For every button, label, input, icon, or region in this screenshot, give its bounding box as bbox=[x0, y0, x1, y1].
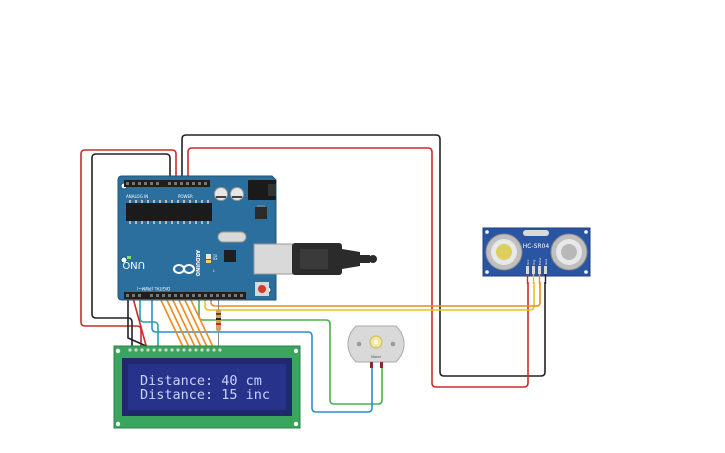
mount-hole bbox=[356, 341, 362, 347]
wire-blue-motor[interactable] bbox=[151, 298, 373, 413]
led-l bbox=[206, 260, 211, 263]
digital-pwm-label: DIGITAL (PWM~) bbox=[136, 286, 170, 291]
crystal-oscillator bbox=[217, 231, 247, 243]
uno-brand-label: UNO bbox=[122, 259, 145, 270]
wire-black-left[interactable] bbox=[91, 153, 171, 349]
wire-orange-bus-5[interactable] bbox=[183, 297, 209, 350]
wire-black-lcd-short[interactable] bbox=[127, 298, 154, 350]
led-tx bbox=[206, 254, 211, 257]
dc-motor[interactable]: Motor bbox=[347, 325, 405, 368]
mount-hole bbox=[120, 256, 128, 264]
led-rx bbox=[206, 257, 211, 259]
wire-orange-bus-2[interactable] bbox=[165, 297, 191, 350]
led-rx-label: RX bbox=[213, 257, 218, 261]
arduino-logo: ARDUINO bbox=[194, 250, 200, 276]
reset-button[interactable] bbox=[258, 285, 266, 293]
analog-in-label: ANALOG IN bbox=[126, 194, 148, 199]
hc-sr04-sensor[interactable]: HC-SR04 Vcc Trig Echo Gnd bbox=[482, 227, 591, 277]
lcd-16x2-module[interactable]: Distance: 40 cm Distance: 15 inc bbox=[113, 345, 301, 429]
wire-yellow-trig[interactable] bbox=[204, 282, 535, 311]
wire-red-top[interactable] bbox=[187, 147, 529, 388]
sensor-model-label: HC-SR04 bbox=[523, 243, 550, 250]
on-led bbox=[127, 256, 131, 259]
lcd-line-2: Distance: 15 inc bbox=[140, 387, 270, 403]
motor-label: Motor bbox=[371, 355, 382, 359]
capacitor bbox=[230, 187, 244, 201]
wire-orange-bus-1[interactable] bbox=[159, 297, 185, 350]
header-power-analog bbox=[124, 180, 210, 187]
wire-orange-bus-4[interactable] bbox=[177, 297, 203, 350]
sensor-pin-trig: Trig bbox=[532, 260, 536, 266]
arduino-logo-text: ARDUINO bbox=[194, 250, 200, 276]
mount-hole bbox=[390, 341, 396, 347]
lcd-line-1: Distance: 40 cm bbox=[140, 373, 262, 389]
usb-port bbox=[253, 243, 295, 275]
wire-orange-bus-6[interactable] bbox=[189, 297, 215, 350]
sensor-pin-echo: Echo bbox=[538, 258, 542, 265]
arduino-uno-board[interactable]: ANALOG IN POWER bbox=[117, 175, 277, 301]
wire-red-left[interactable] bbox=[80, 149, 177, 349]
wire-black-top[interactable] bbox=[181, 134, 546, 377]
wire-orange-echo[interactable] bbox=[210, 282, 541, 307]
sensor-pin-vcc: Vcc bbox=[526, 259, 530, 265]
sensor-pin-gnd: Gnd bbox=[544, 259, 548, 265]
usb-cable[interactable] bbox=[253, 243, 377, 275]
power-label: POWER bbox=[178, 194, 193, 199]
wire-orange-bus-3[interactable] bbox=[171, 297, 197, 350]
sensor-leads bbox=[526, 274, 547, 284]
lcd-screen bbox=[128, 364, 286, 410]
led-tx-label: TX bbox=[212, 254, 218, 258]
header-digital bbox=[124, 292, 246, 299]
infinity-icon bbox=[173, 264, 195, 274]
wires bbox=[80, 134, 546, 413]
led-l-label: L bbox=[213, 269, 215, 273]
capacitor bbox=[214, 187, 228, 201]
wire-teal-lcd[interactable] bbox=[139, 298, 159, 349]
atmega-chip bbox=[126, 203, 212, 221]
usb-chip bbox=[224, 250, 236, 262]
voltage-regulator bbox=[255, 207, 267, 219]
wire-red-lcd-short[interactable] bbox=[132, 297, 148, 350]
